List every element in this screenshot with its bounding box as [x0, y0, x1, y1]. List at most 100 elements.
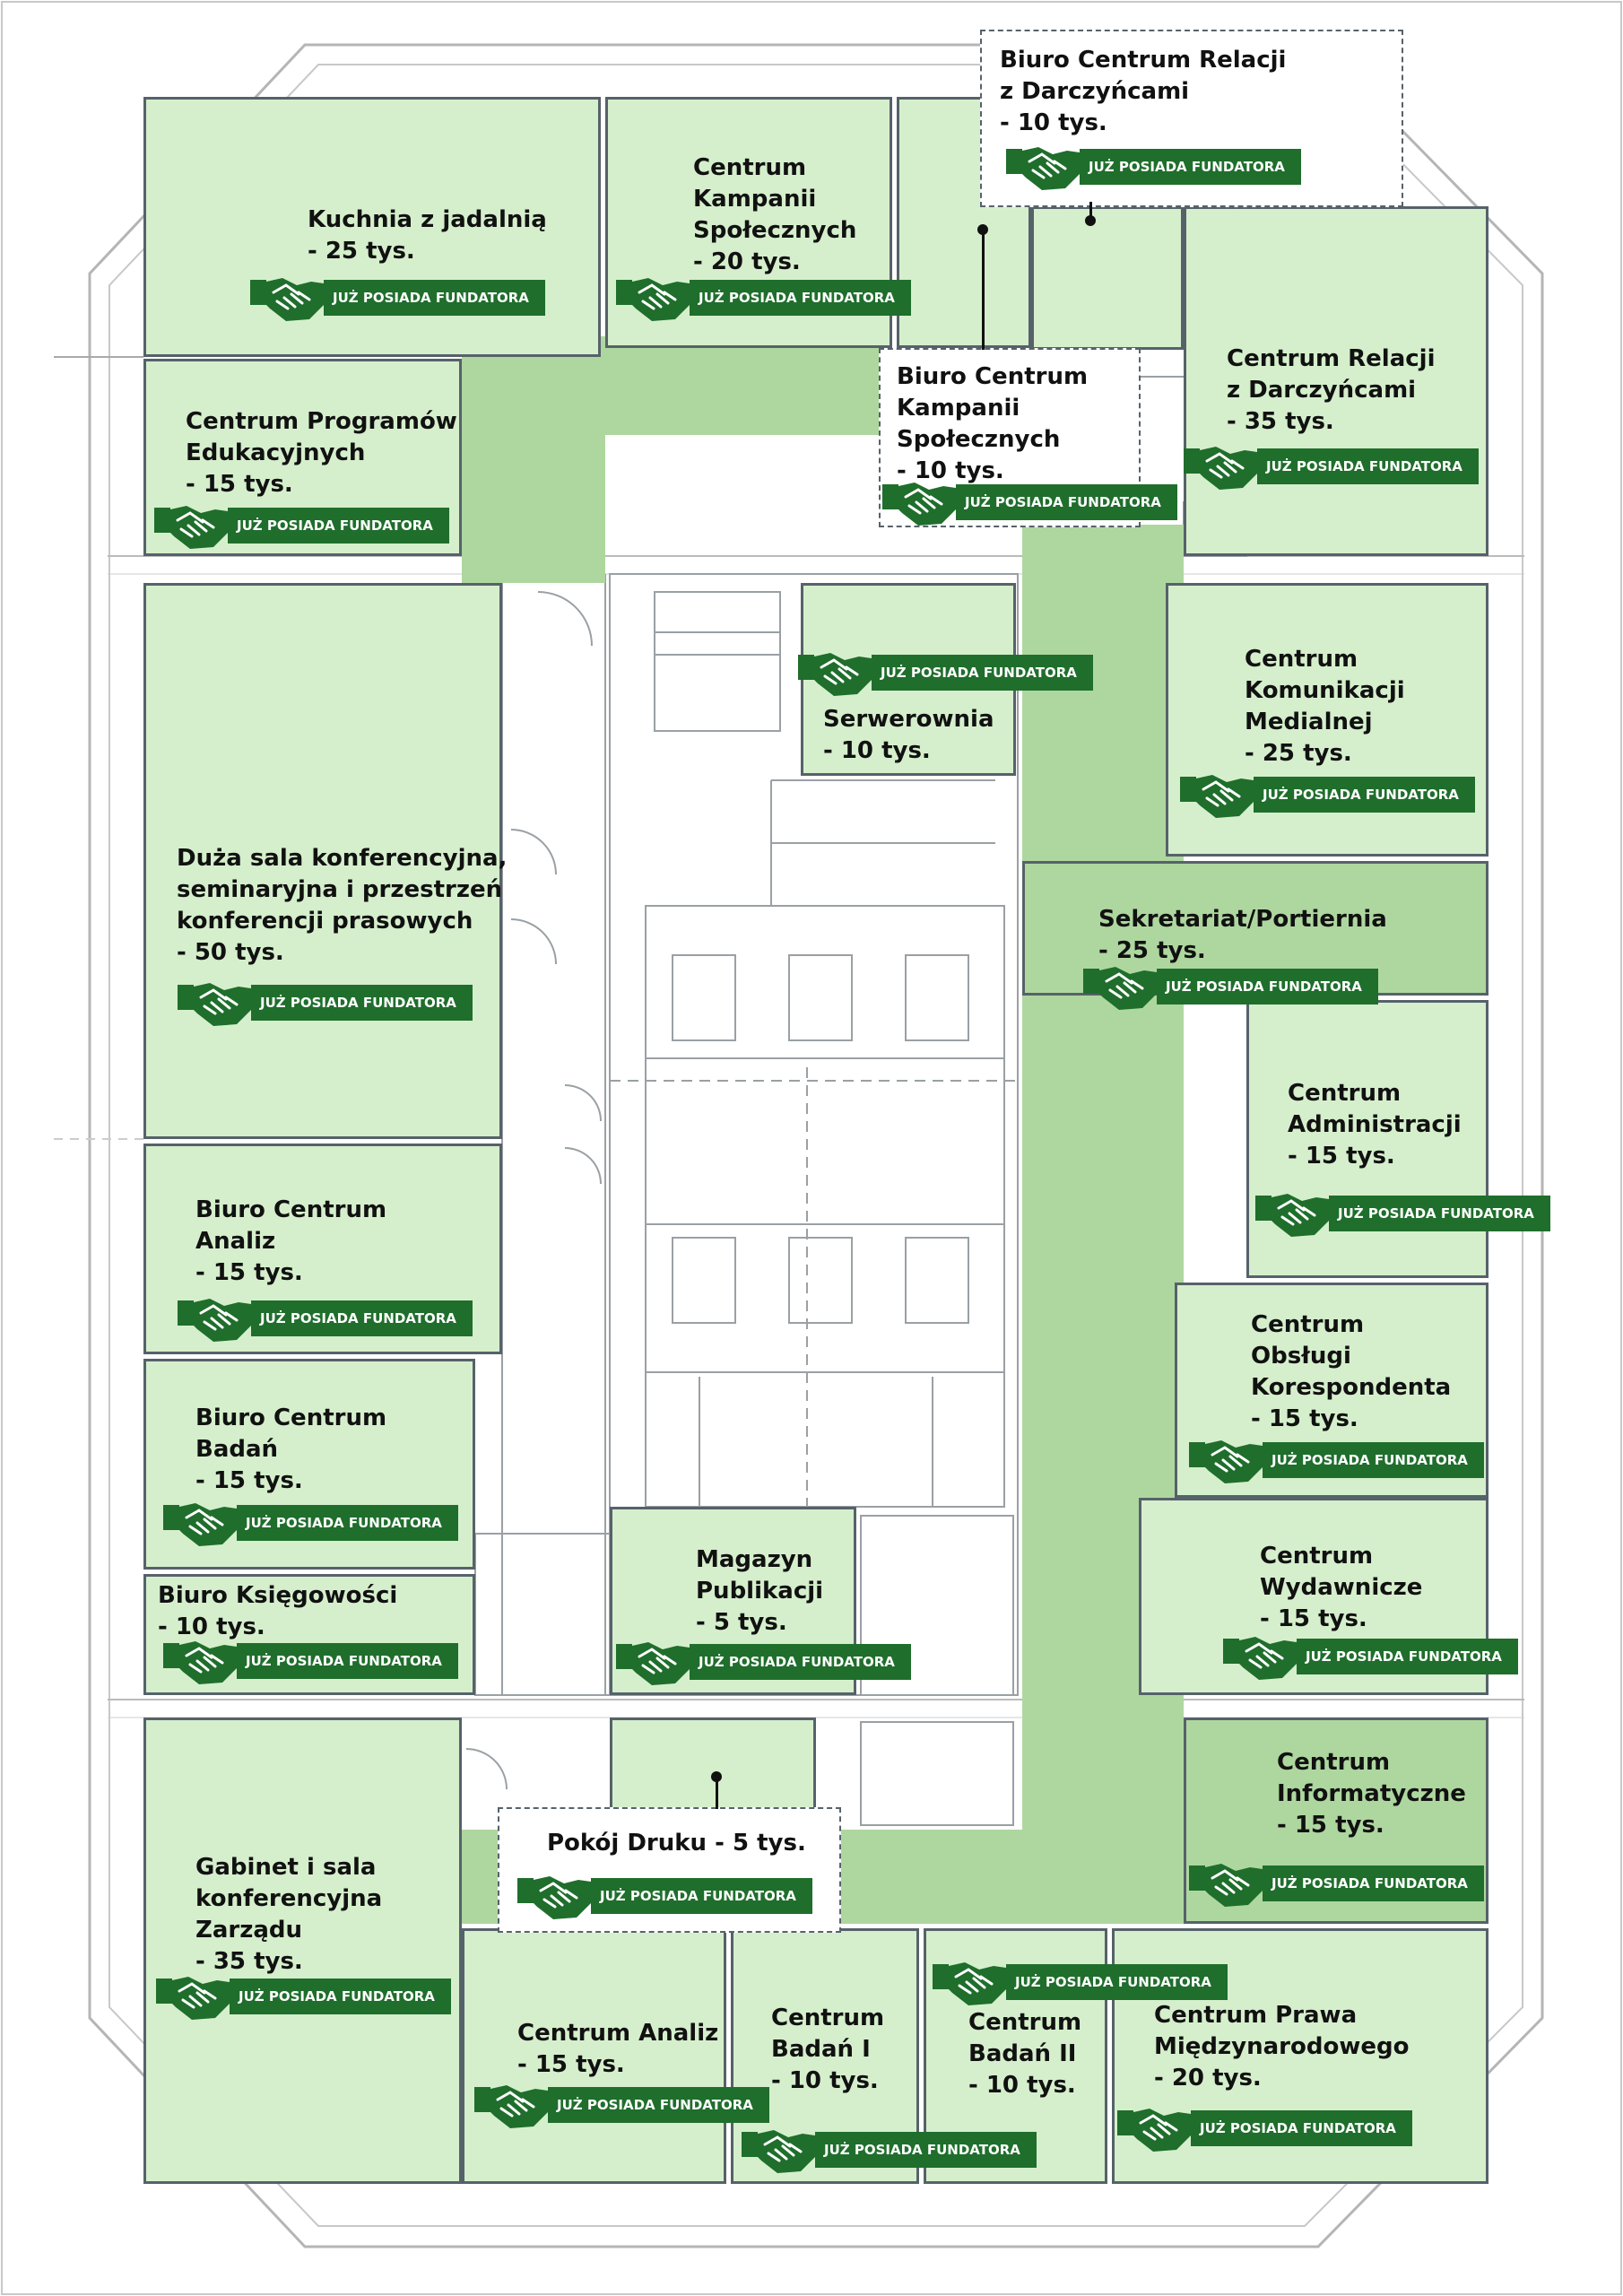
room-price: - 15 tys. [1260, 1605, 1367, 1632]
room-price: - 25 tys. [308, 238, 415, 265]
room-name: Centrum Programów Edukacyjnych [186, 408, 457, 466]
label-relacje: Centrum Relacji z Darczyńcami- 35 tys. [1227, 344, 1435, 438]
handshake-icon [1180, 775, 1254, 818]
room-name: Centrum Analiz [517, 2020, 719, 2047]
room-price: - 25 tys. [1245, 740, 1352, 767]
badge-text: JUŻ POSIADA FUNDATORA [1263, 1866, 1484, 1901]
label-gabinet: Gabinet i sala konferencyjna Zarządu- 35… [195, 1852, 382, 1978]
badge-text: JUŻ POSIADA FUNDATORA [1297, 1639, 1518, 1674]
room-name: Biuro Centrum Badań [195, 1405, 387, 1463]
funded-badge-sekretariat: JUŻ POSIADA FUNDATORA [1080, 967, 1378, 1010]
room-price: - 5 tys. [715, 1830, 806, 1857]
room-name: Magazyn Publikacji [696, 1546, 824, 1605]
badge-text: JUŻ POSIADA FUNDATORA [251, 1300, 473, 1336]
handshake-icon [163, 1503, 237, 1546]
room-administracja[interactable] [1246, 1000, 1488, 1278]
room-name: Centrum Badań I [771, 2005, 885, 2063]
label-magazyn: Magazyn Publikacji - 5 tys. [696, 1544, 823, 1639]
badge-text: JUŻ POSIADA FUNDATORA [548, 2087, 769, 2123]
handshake-icon [178, 983, 251, 1026]
label-badania-1: Centrum Badań I- 10 tys. [771, 2003, 884, 2097]
corridor-east [1022, 525, 1184, 1924]
room-name: Centrum Prawa Międzynarodowego [1154, 2002, 1410, 2060]
handshake-icon [1006, 147, 1080, 190]
funded-badge-biuro-relacji: JUŻ POSIADA FUNDATORA [1002, 147, 1301, 190]
room-price: - 15 tys. [195, 1467, 303, 1494]
badge-text: JUŻ POSIADA FUNDATORA [1006, 1964, 1228, 2000]
room-duza-sala[interactable] [143, 583, 502, 1139]
funded-badge-badania-2: JUŻ POSIADA FUNDATORA [929, 1962, 1228, 2005]
room-name: Kuchnia z jadalnią [308, 206, 547, 233]
handshake-icon [742, 2130, 815, 2173]
label-badania-2: Centrum Badań II- 10 tys. [968, 2007, 1081, 2101]
badge-text: JUŻ POSIADA FUNDATORA [228, 508, 449, 544]
funded-badge-pokoj-druku: JUŻ POSIADA FUNDATORA [514, 1876, 812, 1919]
handshake-icon [933, 1962, 1006, 2005]
label-obsluga: Centrum Obsługi Korespondenta- 15 tys. [1251, 1309, 1451, 1435]
label-biuro-kampanii: Biuro Centrum Kampanii Społecznych - 10 t… [897, 361, 1088, 487]
handshake-icon [1184, 447, 1257, 490]
pin-stem-biuro-kampanii [982, 233, 985, 350]
handshake-icon [250, 278, 324, 321]
room-name: Centrum Kampanii Społecznych [693, 154, 857, 244]
badge-text: JUŻ POSIADA FUNDATORA [251, 985, 473, 1021]
funded-badge-informatyczne: JUŻ POSIADA FUNDATORA [1185, 1864, 1484, 1907]
handshake-icon [163, 1641, 237, 1684]
handshake-icon [156, 1977, 230, 2020]
handshake-icon [798, 653, 872, 696]
label-duza-sala: Duża sala konferencyjna, seminaryjna i p… [177, 843, 507, 969]
funded-badge-biuro-badan: JUŻ POSIADA FUNDATORA [160, 1503, 458, 1546]
badge-text: JUŻ POSIADA FUNDATORA [324, 280, 545, 316]
room-price: - 20 tys. [693, 248, 801, 275]
label-kampanie: Centrum Kampanii Społecznych - 20 tys. [693, 152, 856, 278]
label-analizy: Centrum Analiz- 15 tys. [517, 2018, 718, 2081]
room-analizy[interactable] [462, 1928, 726, 2184]
badge-text: JUŻ POSIADA FUNDATORA [1080, 149, 1301, 185]
handshake-icon [616, 278, 690, 321]
badge-text: JUŻ POSIADA FUNDATORA [872, 655, 1093, 691]
badge-text: JUŻ POSIADA FUNDATORA [1257, 448, 1479, 484]
pin-stem-pokoj-druku [716, 1780, 718, 1809]
room-top-small[interactable] [1031, 206, 1184, 350]
room-relacje[interactable] [1184, 206, 1488, 556]
room-name: Centrum Komunikacji Medialnej [1245, 646, 1405, 735]
label-administracja: Centrum Administracji- 15 tys. [1288, 1078, 1462, 1172]
funded-badge-programy: JUŻ POSIADA FUNDATORA [151, 506, 449, 549]
funded-badge-analizy: JUŻ POSIADA FUNDATORA [471, 2085, 769, 2128]
room-price: - 25 tys. [1098, 937, 1206, 964]
room-price: - 10 tys. [897, 457, 1004, 484]
handshake-icon [1223, 1637, 1297, 1680]
funded-badge-serwerownia: JUŻ POSIADA FUNDATORA [794, 653, 1093, 696]
room-price: - 10 tys. [158, 1613, 265, 1640]
badge-text: JUŻ POSIADA FUNDATORA [230, 1979, 451, 2014]
room-name: Biuro Centrum Analiz [195, 1196, 387, 1255]
room-price: - 15 tys. [1277, 1812, 1384, 1839]
label-biuro-badan: Biuro Centrum Badań - 15 tys. [195, 1403, 386, 1497]
room-price: - 10 tys. [1000, 109, 1107, 136]
room-name: Duża sala konferencyjna, seminaryjna i p… [177, 845, 508, 935]
room-name: Biuro Centrum Kampanii Społecznych [897, 363, 1089, 453]
room-price: - 15 tys. [186, 471, 293, 498]
funded-badge-obsluga: JUŻ POSIADA FUNDATORA [1185, 1440, 1484, 1483]
badge-text: JUŻ POSIADA FUNDATORA [956, 484, 1177, 520]
handshake-icon [1189, 1864, 1263, 1907]
badge-text: JUŻ POSIADA FUNDATORA [815, 2132, 1037, 2168]
room-price: - 5 tys. [696, 1609, 787, 1636]
room-name: Centrum Badań II [968, 2009, 1082, 2067]
badge-text: JUŻ POSIADA FUNDATORA [237, 1505, 458, 1541]
label-prawo: Centrum Prawa Międzynarodowego- 20 tys. [1154, 2000, 1409, 2094]
room-gabinet[interactable] [143, 1718, 462, 2184]
handshake-icon [474, 2085, 548, 2128]
label-pokoj-druku: Pokój Druku - 5 tys. [547, 1828, 806, 1859]
funded-badge-kampanie: JUŻ POSIADA FUNDATORA [612, 278, 911, 321]
room-name: Pokój Druku [547, 1830, 707, 1857]
room-name: Centrum Informatyczne [1277, 1749, 1466, 1807]
pin-biuro-relacji [1085, 215, 1096, 226]
room-price: - 15 tys. [1251, 1405, 1358, 1432]
handshake-icon [1117, 2109, 1191, 2152]
handshake-icon [517, 1876, 591, 1919]
badge-text: JUŻ POSIADA FUNDATORA [690, 280, 911, 316]
badge-text: JUŻ POSIADA FUNDATORA [1157, 969, 1378, 1004]
